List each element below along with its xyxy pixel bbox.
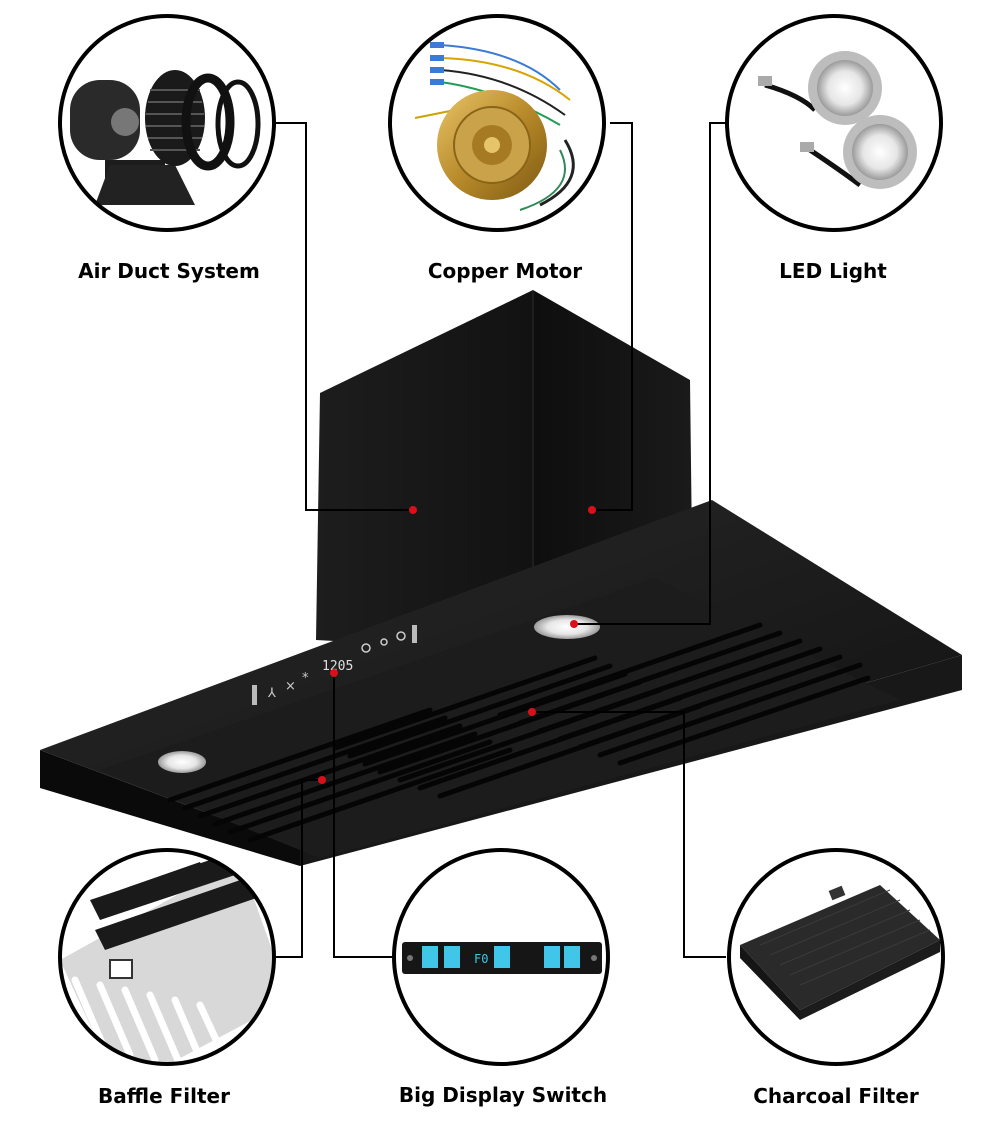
label-baffle-filter: Baffle Filter bbox=[98, 1084, 230, 1108]
hood-led-right bbox=[534, 615, 600, 639]
hood-led-left bbox=[158, 751, 206, 773]
svg-text:×: × bbox=[285, 679, 296, 694]
canopy-front-edge bbox=[40, 750, 300, 866]
callout-line-switch bbox=[333, 673, 392, 958]
charcoal-filter-circle bbox=[727, 848, 945, 1066]
callout-line-baffle-filter bbox=[276, 779, 322, 958]
label-big-display-switch: Big Display Switch bbox=[398, 1083, 608, 1107]
label-air-duct-system: Air Duct System bbox=[78, 259, 260, 283]
big-display-switch-circle: F0 bbox=[392, 848, 610, 1066]
label-copper-motor: Copper Motor bbox=[427, 259, 583, 283]
air-duct-system-circle bbox=[58, 14, 276, 232]
hood-display-readout: 1205 bbox=[322, 659, 353, 674]
hood-control-panel: ⅄ × * 1205 bbox=[252, 625, 417, 705]
switch-display-readout: F0 bbox=[474, 952, 488, 966]
label-led-light: LED Light bbox=[779, 259, 887, 283]
label-charcoal-filter: Charcoal Filter bbox=[753, 1084, 919, 1108]
range-hood: ⅄ × * 1205 bbox=[40, 290, 962, 866]
callout-line-air-duct bbox=[276, 122, 413, 511]
callout-line-copper-motor bbox=[592, 122, 633, 511]
led-light-circle bbox=[725, 14, 943, 232]
callout-line-charcoal-filter bbox=[532, 711, 726, 958]
copper-motor-circle bbox=[388, 14, 606, 232]
callout-dots bbox=[318, 506, 596, 784]
svg-text:⅄: ⅄ bbox=[267, 686, 276, 701]
chimney-left-face bbox=[316, 290, 533, 652]
svg-text:*: * bbox=[302, 671, 309, 686]
callout-line-led-light bbox=[574, 122, 727, 625]
callout-lines bbox=[276, 122, 727, 958]
baffle-filter-circle bbox=[58, 848, 276, 1066]
baffle-slats bbox=[167, 622, 871, 843]
